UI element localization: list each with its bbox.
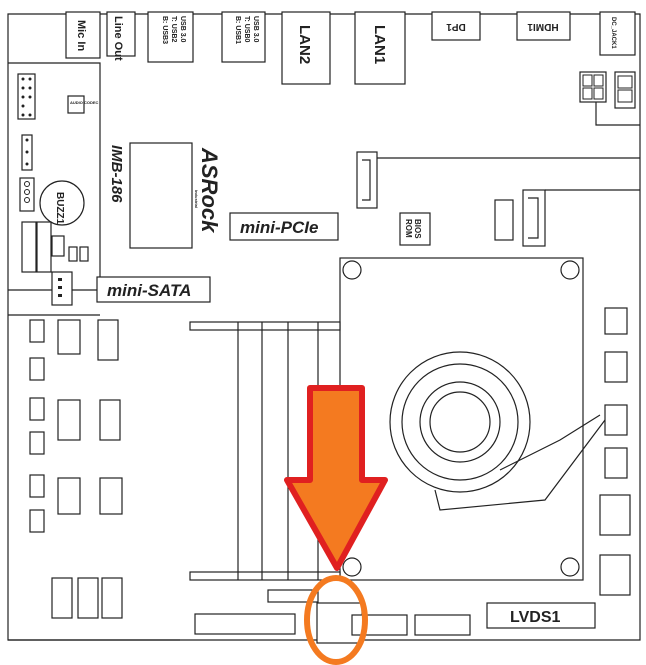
usb-port-a: USB 3.0 T: USB2 B: USB3 [147,11,194,63]
dp1-label: DP1 [446,21,466,32]
usb-a-line2: T: USB2 [170,16,177,43]
bios-rom: BIOS ROM [399,212,431,246]
jumper [51,235,65,257]
highlight-arrow [284,385,388,571]
dc-jack-label: DC_JACK1 [610,17,616,49]
buzzer: BUZZ1 [39,180,85,226]
rom-label: ROM [404,219,413,238]
line-out-label: Line Out [112,16,124,61]
usb-port-b: USB 3.0 T: USB0 B: USB1 [221,11,266,63]
bios-label: BIOS [413,219,422,239]
jumper [79,246,89,262]
sata-power-connector [494,189,640,247]
usb-b-line1: USB 3.0 [252,16,259,43]
usb-b-line2: T: USB0 [243,16,250,43]
mini-sata-slot: mini-SATA [96,276,211,303]
speaker-connector [19,177,35,212]
lan1-label: LAN1 [371,25,388,64]
lan1-port: LAN1 [354,11,406,85]
fan-header-small [51,271,73,306]
sata-connector [356,151,640,209]
usb-b-line3: B: USB1 [234,16,241,44]
lvds-label: LVDS1 [510,609,560,626]
left-headers [8,314,180,641]
buzzer-label: BUZZ1 [54,192,65,225]
mini-pcie-slot: mini-PCIe [229,212,339,241]
right-headers [599,307,631,596]
mic-in-port: Mic In [65,11,101,59]
asrock-sub-label: Industrial [194,190,199,208]
board-model-label: IMB-186 [108,145,125,203]
mini-pcie-label: mini-PCIe [240,218,318,237]
front-panel-header [21,221,52,273]
bottom-connectors [194,589,471,644]
highlight-circle [304,575,368,665]
line-out-port: Line Out [106,11,136,61]
header-jumper-top [21,134,33,171]
power-connectors [579,71,640,126]
heatsink [339,257,584,581]
mini-sata-label: mini-SATA [107,281,191,300]
lvds-connector: LVDS1 [486,602,596,629]
asrock-logo: ASRock [197,147,222,234]
hdmi1-label: HDMI1 [527,21,559,32]
audio-header [17,73,36,120]
chipset [129,142,193,249]
hdmi1-port: HDMI1 [516,11,571,41]
lan2-label: LAN2 [296,25,313,64]
cpu-fan [389,351,606,511]
usb-a-line3: B: USB3 [161,16,168,44]
dp1-port: DP1 [431,11,481,41]
mic-in-label: Mic In [75,20,87,51]
sodimm-slot [189,321,341,581]
lan2-port: LAN2 [281,11,331,85]
jumper [68,246,78,262]
board-outline [7,13,641,641]
audio-codec-label: AUDIO CODEC [70,100,99,105]
dc-jack: DC_JACK1 [599,11,636,56]
audio-codec-chip: AUDIO CODEC [67,95,99,114]
usb-a-line1: USB 3.0 [179,16,186,43]
